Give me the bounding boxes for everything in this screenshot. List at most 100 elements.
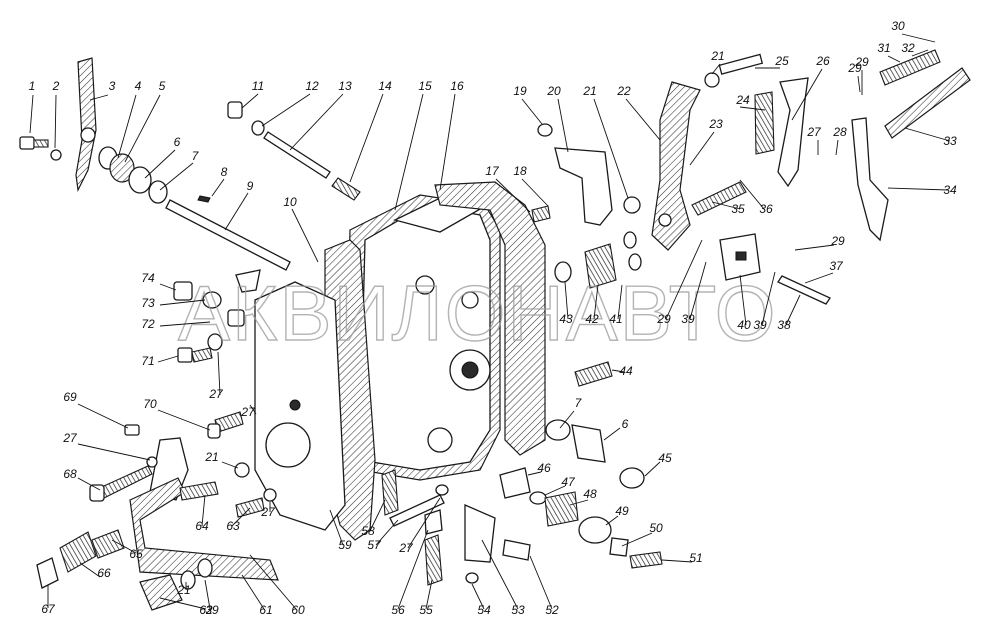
- callout-number: 69: [63, 390, 77, 404]
- leader-line: [901, 33, 936, 43]
- callout-number: 29: [847, 61, 862, 75]
- leader-line: [329, 509, 344, 546]
- callout-number: 12: [305, 79, 319, 93]
- callout-number: 65: [129, 547, 143, 561]
- callout-number: 26: [815, 54, 830, 68]
- callout-number: 60: [291, 603, 305, 617]
- leader-line: [117, 94, 137, 159]
- leader-line: [661, 559, 693, 563]
- callout-number: 21: [204, 450, 218, 464]
- leader-line: [221, 461, 239, 469]
- leader-line: [291, 208, 319, 263]
- callout-number: 68: [63, 467, 77, 481]
- leader-line: [559, 410, 575, 429]
- callout-18: 18: [513, 164, 549, 207]
- callout-number: 32: [901, 41, 915, 55]
- callout-number: 39: [753, 318, 767, 332]
- callout-number: 31: [877, 41, 890, 55]
- callout-27: 27: [398, 497, 441, 555]
- lever-22: [651, 81, 701, 251]
- callout-11: 11: [241, 79, 264, 109]
- leader-line: [904, 127, 951, 142]
- leader-line: [29, 94, 34, 134]
- callout-70: 70: [143, 397, 211, 431]
- callout-65: 65: [111, 539, 143, 561]
- callout-number: 7: [192, 149, 200, 163]
- springs-upper-right: [691, 49, 971, 242]
- callout-number: 63: [226, 519, 240, 533]
- callout-51: 51: [661, 551, 703, 565]
- callout-42: 42: [585, 284, 599, 326]
- leader-line: [217, 351, 221, 396]
- leader-line: [887, 55, 901, 63]
- leader-line: [593, 284, 599, 320]
- callout-number: 7: [575, 396, 583, 410]
- callout-number: 6: [622, 417, 629, 431]
- callout-54: 54: [471, 583, 491, 617]
- leader-line: [711, 63, 721, 75]
- callout-41: 41: [609, 284, 623, 326]
- callout-number: 54: [477, 603, 491, 617]
- callout-29: 29: [847, 61, 862, 93]
- callout-number: 9: [247, 179, 254, 193]
- callout-17: 17: [485, 164, 531, 213]
- callout-3: 3: [89, 79, 116, 101]
- leader-line: [249, 404, 257, 415]
- callout-64: 64: [195, 494, 209, 533]
- callout-number: 71: [141, 354, 154, 368]
- shift-lever-left: [75, 57, 97, 193]
- leader-line: [911, 49, 929, 57]
- callout-21: 21: [204, 450, 239, 469]
- leader-line: [544, 485, 566, 496]
- callout-68: 68: [63, 467, 101, 491]
- callout-34: 34: [887, 183, 957, 197]
- callout-number: 64: [195, 519, 209, 533]
- callout-number: 59: [338, 538, 352, 552]
- callout-4: 4: [117, 79, 142, 159]
- callout-number: 4: [135, 79, 142, 93]
- leader-line: [689, 131, 715, 166]
- callout-45: 45: [644, 451, 672, 477]
- watermark: АКВИЛОНАВТО: [178, 269, 777, 357]
- leader-line: [617, 284, 623, 320]
- leader-line: [201, 494, 206, 527]
- callout-40: 40: [737, 274, 751, 332]
- leader-line: [761, 271, 776, 326]
- callout-number: 45: [658, 451, 672, 465]
- leader-line: [794, 244, 835, 251]
- leader-line: [54, 94, 57, 149]
- leader-line: [241, 93, 259, 109]
- callout-number: 17: [485, 164, 500, 178]
- leader-line: [159, 321, 211, 327]
- callout-49: 49: [605, 504, 629, 526]
- leader-line: [289, 93, 344, 151]
- callout-number: 44: [619, 364, 633, 378]
- leader-line: [89, 94, 109, 101]
- callout-number: 43: [559, 312, 573, 326]
- callout-12: 12: [261, 79, 319, 127]
- callout-21: 21: [710, 49, 725, 75]
- callout-number: 39: [205, 603, 219, 617]
- callout-50: 50: [621, 521, 663, 547]
- fittings-41-43: [554, 231, 642, 289]
- callout-29: 29: [794, 234, 845, 251]
- callout-74: 74: [141, 271, 177, 291]
- callout-1: 1: [29, 79, 35, 134]
- leader-line: [231, 507, 251, 527]
- callout-60: 60: [249, 554, 305, 617]
- callout-27: 27: [240, 404, 257, 419]
- callout-43: 43: [559, 281, 573, 326]
- callout-number: 19: [513, 84, 527, 98]
- leader-line: [369, 499, 386, 532]
- leader-line: [625, 98, 661, 141]
- callout-number: 27: [260, 505, 276, 519]
- callout-15: 15: [394, 79, 432, 211]
- callout-47: 47: [544, 475, 576, 496]
- callout-number: 14: [378, 79, 392, 93]
- callout-55: 55: [419, 579, 433, 617]
- callout-23: 23: [689, 117, 723, 166]
- leader-line: [471, 583, 485, 610]
- leader-line: [394, 93, 424, 211]
- callout-number: 21: [710, 49, 724, 63]
